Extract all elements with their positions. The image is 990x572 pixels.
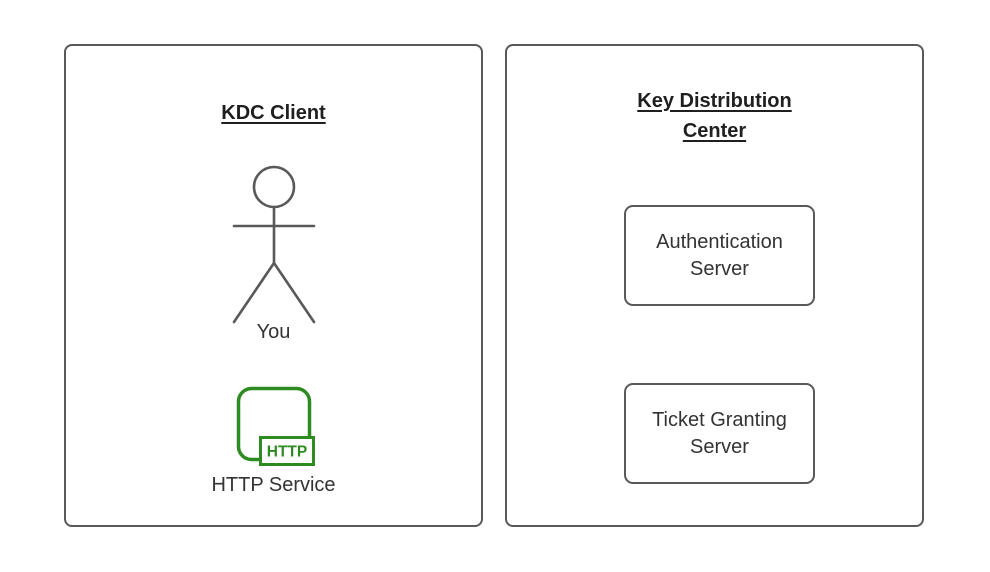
kdc-client-title: KDC Client bbox=[221, 102, 326, 124]
actor-head bbox=[252, 165, 296, 209]
key-distribution-center-panel: Key Distribution Center Authentication S… bbox=[505, 44, 924, 527]
ticket-granting-server-label: Ticket Granting Server bbox=[652, 408, 787, 458]
http-badge-label: HTTP bbox=[267, 444, 307, 461]
authentication-server-label: Authentication Server bbox=[656, 230, 783, 280]
key-distribution-center-title: Key Distribution Center bbox=[637, 90, 792, 142]
actor-right-leg bbox=[272, 261, 316, 324]
http-badge-box bbox=[259, 436, 315, 466]
actor-left-leg bbox=[232, 261, 276, 324]
http-service-label: HTTP Service bbox=[211, 474, 336, 496]
actor-label: You bbox=[256, 321, 291, 343]
ticket-granting-server-box: Ticket Granting Server bbox=[624, 383, 815, 484]
kdc-client-panel: KDC Client You HTTP HTTP Service bbox=[64, 44, 483, 527]
stick-figure-icon bbox=[232, 165, 316, 324]
authentication-server-box: Authentication Server bbox=[624, 205, 815, 306]
http-service-icon: HTTP bbox=[236, 386, 315, 466]
